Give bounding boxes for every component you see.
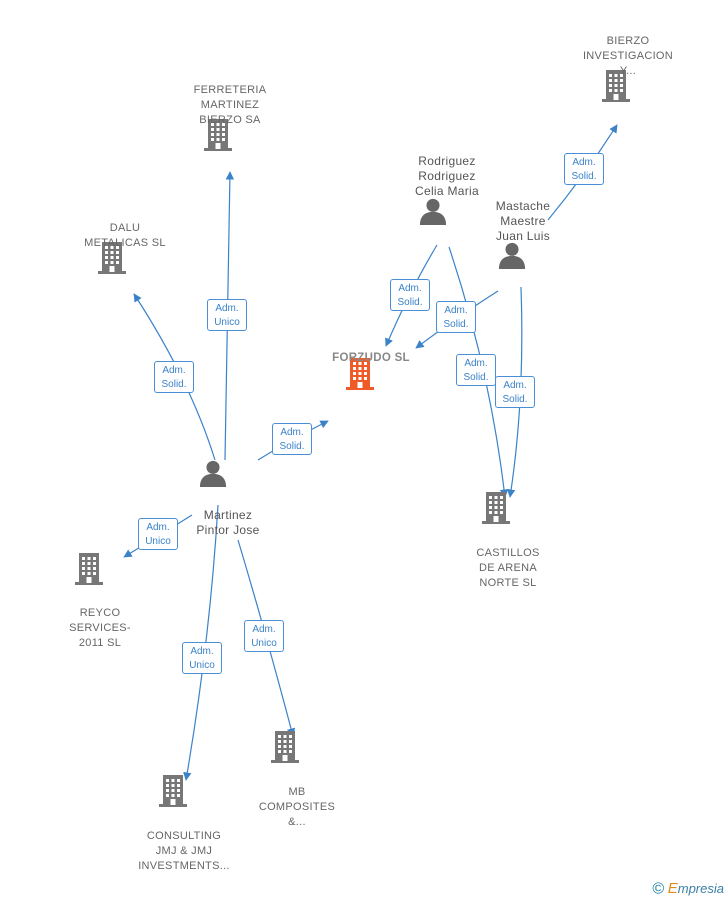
node-bierzo-label[interactable]: BIERZO INVESTIGACION Y... <box>573 34 683 79</box>
role-kind: Solid. <box>161 379 187 390</box>
role-type: Adm. <box>162 365 186 376</box>
node-martinez-label[interactable]: Martinez Pintor Jose <box>173 508 283 538</box>
icons-layer <box>75 70 630 807</box>
node-ferreteria-label[interactable]: FERRETERIA MARTINEZ BIERZO SA <box>175 83 285 128</box>
person-name-line: Mastache <box>495 199 551 213</box>
company-name-line: INVESTMENTS... <box>138 860 230 872</box>
role-kind: Solid. <box>443 319 469 330</box>
company-name-line: METALICAS SL <box>84 237 166 249</box>
role-kind: Solid. <box>463 372 489 383</box>
person-name-line: Pintor Jose <box>196 523 260 537</box>
node-dalu-label[interactable]: DALU METALICAS SL <box>70 221 180 251</box>
role-kind: Unico <box>189 660 215 671</box>
edge-badge-e4[interactable]: Adm. Unico <box>138 518 178 550</box>
company-name-line: JMJ & JMJ <box>155 845 213 857</box>
role-type: Adm. <box>252 624 276 635</box>
company-name-line: CASTILLOS <box>476 547 540 559</box>
company-name-line: DALU <box>109 222 141 234</box>
person-name-line: Maestre <box>500 214 546 228</box>
company-name-line: Y... <box>619 65 637 77</box>
role-type: Adm. <box>503 380 527 391</box>
person-icon-mastache[interactable] <box>498 242 526 269</box>
role-type: Adm. <box>444 305 468 316</box>
role-type: Adm. <box>398 283 422 294</box>
company-name-line: 2011 SL <box>78 637 122 649</box>
role-kind: Solid. <box>502 394 528 405</box>
company-name-line: CONSULTING <box>146 830 222 842</box>
role-kind: Unico <box>251 638 277 649</box>
role-kind: Unico <box>214 317 240 328</box>
node-castillos-label[interactable]: CASTILLOS DE ARENA NORTE SL <box>453 546 563 591</box>
node-mastache-label[interactable]: Mastache Maestre Juan Luis <box>468 199 578 244</box>
brand-rest: mpresia <box>677 881 724 897</box>
company-name-line: MB <box>288 786 306 798</box>
node-consulting-label[interactable]: CONSULTING JMJ & JMJ INVESTMENTS... <box>124 829 244 874</box>
edge-badge-e7[interactable]: Adm. Solid. <box>390 279 430 311</box>
role-type: Adm. <box>146 522 170 533</box>
company-name-line: DE ARENA <box>478 562 538 574</box>
role-type: Adm. <box>572 157 596 168</box>
node-rodriguez-label[interactable]: Rodriguez Rodriguez Celia Maria <box>392 154 502 199</box>
role-kind: Solid. <box>397 297 423 308</box>
node-forzudo-label[interactable]: FORZUDO SL <box>318 351 424 366</box>
company-name-line: FERRETERIA <box>193 84 267 96</box>
role-kind: Solid. <box>571 171 597 182</box>
role-type: Adm. <box>215 303 239 314</box>
company-name-line: SERVICES- <box>69 622 131 634</box>
edge-badge-e6[interactable]: Adm. Unico <box>244 620 284 652</box>
role-type: Adm. <box>190 646 214 657</box>
brand-initial: E <box>667 880 678 898</box>
company-name-line: MARTINEZ <box>200 99 260 111</box>
building-icon-castillos[interactable] <box>482 492 510 524</box>
company-name: FORZUDO SL <box>332 352 410 364</box>
person-name-line: Juan Luis <box>495 229 551 243</box>
building-icon-consulting[interactable] <box>159 775 187 807</box>
edge-badge-e5[interactable]: Adm. Unico <box>182 642 222 674</box>
company-name-line: BIERZO <box>606 35 650 47</box>
building-icon-mb[interactable] <box>271 731 299 763</box>
company-name-line: BIERZO SA <box>199 114 261 126</box>
empresia-brand[interactable]: © Empresia <box>652 880 724 899</box>
copyright-icon: © <box>652 881 665 898</box>
company-name-line: &... <box>288 816 306 828</box>
edge-badge-e11[interactable]: Adm. Solid. <box>564 153 604 185</box>
building-icon-reyco[interactable] <box>75 553 103 585</box>
role-kind: Unico <box>145 536 171 547</box>
person-name-line: Rodriguez <box>418 169 476 183</box>
role-kind: Solid. <box>279 441 305 452</box>
node-mb-label[interactable]: MB COMPOSITES &... <box>242 785 352 830</box>
company-name-line: NORTE SL <box>479 577 537 589</box>
edge-line-e5 <box>183 504 219 781</box>
edge-badge-e3[interactable]: Adm. Solid. <box>154 361 194 393</box>
role-type: Adm. <box>280 427 304 438</box>
edge-badge-e9[interactable]: Adm. Solid. <box>456 354 496 386</box>
node-reyco-label[interactable]: REYCO SERVICES- 2011 SL <box>45 606 155 651</box>
company-name-line: REYCO <box>79 607 121 619</box>
edge-badge-e1[interactable]: Adm. Solid. <box>272 423 312 455</box>
person-name-line: Rodriguez <box>418 154 476 168</box>
person-name-line: Martinez <box>203 508 253 522</box>
person-name-line: Celia Maria <box>415 184 479 198</box>
role-type: Adm. <box>464 358 488 369</box>
person-icon-martinez[interactable] <box>199 460 227 487</box>
edge-badge-e2[interactable]: Adm. Unico <box>207 299 247 331</box>
edge-badge-e10[interactable]: Adm. Solid. <box>495 376 535 408</box>
company-name-line: INVESTIGACION <box>582 50 674 62</box>
person-icon-rodriguez[interactable] <box>419 198 447 225</box>
edge-badge-e8[interactable]: Adm. Solid. <box>436 301 476 333</box>
company-name-line: COMPOSITES <box>258 801 336 813</box>
